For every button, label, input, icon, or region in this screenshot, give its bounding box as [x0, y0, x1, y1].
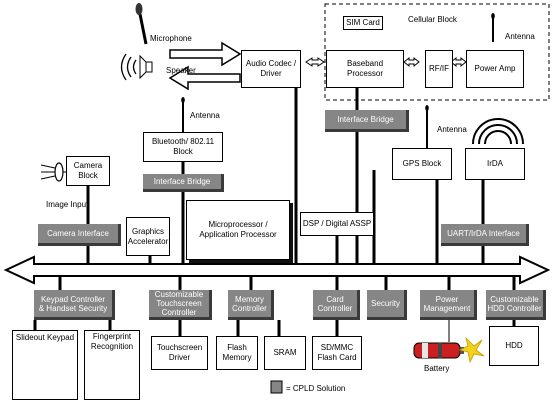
dsp-block: DSP / Digital ASSP: [300, 212, 374, 236]
power-amp-block: Power Amp: [466, 50, 524, 88]
cellular-block-region: [324, 3, 550, 101]
interface-bridge-cellular: Interface Bridge: [325, 110, 409, 132]
battery-label: Battery: [424, 364, 450, 373]
antenna-label-cellular: Antenna: [505, 32, 535, 41]
speaker-icon: [120, 53, 153, 81]
gps-block: GPS Block: [392, 148, 452, 180]
power-management-block: Power Management: [420, 290, 477, 320]
antenna-icon-bluetooth: [181, 97, 185, 132]
rf-if-block: RF/IF: [425, 50, 453, 88]
antenna-icon-gps: [425, 105, 429, 148]
camera-block: Camera Block: [66, 156, 110, 186]
card-controller-block: Card Controller: [313, 290, 360, 320]
bluetooth-block: Bluetooth/ 802.11 Block: [143, 132, 223, 162]
cellular-block-label: Cellular Block: [408, 15, 457, 24]
audio-arrow-lower: [168, 65, 241, 91]
camera-interface-block: Camera Interface: [38, 224, 121, 246]
microprocessor-block: Microprocessor / Application Processor: [186, 200, 290, 260]
system-bus-arrow: [3, 255, 551, 285]
interface-bridge-bluetooth: Interface Bridge: [143, 174, 224, 192]
sdmmc-block: SD/MMC Flash Card: [312, 336, 362, 370]
graphics-accelerator-block: Graphics Accelerator: [126, 217, 170, 256]
slideout-keypad-block: Slideout Keypad: [12, 330, 78, 400]
irda-wave-icon: [472, 118, 524, 145]
hdd-block: HDD: [489, 326, 539, 366]
image-input-label: Image Input: [46, 200, 89, 209]
camera-lens-icon: [54, 162, 64, 182]
security-block: Security: [367, 290, 407, 320]
touchscreen-driver-block: Touchscreen Driver: [151, 336, 208, 370]
flash-memory-block: Flash Memory: [216, 336, 258, 370]
keypad-controller-block: Keypad Controller & Handset Security: [34, 290, 115, 320]
antenna-label-gps: Antenna: [437, 125, 467, 134]
sim-card-block: SIM Card: [343, 16, 383, 30]
legend-text: = CPLD Solution: [286, 384, 346, 393]
touchscreen-controller-block: Customizable Touchscreen Controller: [149, 290, 212, 320]
baseband-processor-block: Baseband Processor: [326, 50, 404, 88]
legend-swatch: [270, 380, 283, 394]
spark-icon: [458, 336, 485, 364]
irda-block: IrDA: [465, 148, 525, 180]
uart-irda-interface-block: UART/IrDA Interface: [441, 224, 529, 246]
antenna-label-bluetooth: Antenna: [190, 111, 220, 120]
hdd-controller-block: Customizable HDD Controller: [486, 290, 546, 320]
microphone-icon: [135, 3, 148, 45]
sram-block: SRAM: [264, 336, 306, 370]
memory-controller-block: Memory Controller: [228, 290, 274, 320]
audio-arrow-upper: [169, 41, 242, 67]
fingerprint-recognition-block: Fingerprint Recognition: [84, 330, 140, 400]
battery-icon: [413, 342, 464, 359]
audio-codec-block: Audio Codec / Driver: [241, 50, 301, 88]
antenna-icon-cellular: [491, 13, 495, 42]
speaker-label: Speaker: [166, 66, 196, 75]
microphone-label: Microphone: [150, 34, 192, 43]
